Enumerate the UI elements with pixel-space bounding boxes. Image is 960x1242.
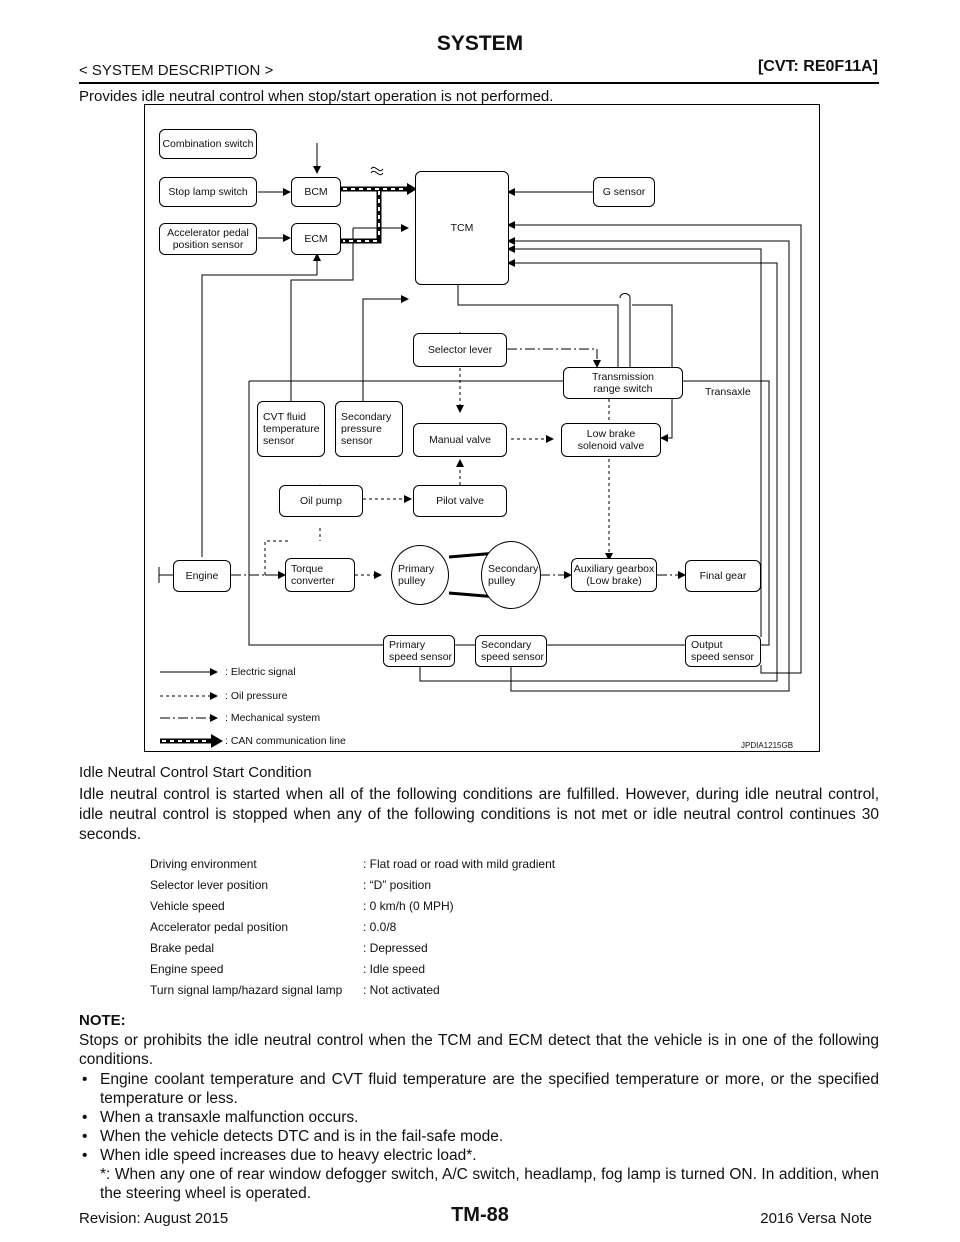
section-label: < SYSTEM DESCRIPTION > [79, 62, 274, 79]
condition-label: Selector lever position [150, 878, 269, 892]
intro-text: Provides idle neutral control when stop/… [79, 88, 554, 105]
bullet-text: When idle speed increases due to heavy e… [100, 1147, 477, 1164]
secondary-pulley: Secondary pulley [481, 541, 541, 609]
auxiliary-gearbox-box: Auxiliary gearbox (Low brake) [571, 558, 657, 592]
primary-pulley: Primary pulley [391, 545, 449, 605]
combination-switch-box: Combination switch [159, 129, 257, 159]
legend-can: : CAN communication line [225, 735, 346, 747]
condition-value: : 0 km/h (0 MPH) [363, 899, 454, 913]
condition-text: Idle neutral control is started when all… [79, 786, 879, 843]
tcm-box: TCM [415, 171, 509, 285]
condition-value: : 0.0/8 [363, 920, 397, 934]
list-item: •When the vehicle detects DTC and is in … [82, 1128, 504, 1145]
cvt-fluid-temp-sensor-box: CVT fluid temperature sensor [257, 401, 325, 457]
transmission-range-switch-box: Transmission range switch [563, 367, 683, 399]
condition-value: : “D” position [363, 878, 432, 892]
oil-pump-box: Oil pump [279, 485, 363, 517]
primary-speed-sensor-box: Primary speed sensor [383, 635, 455, 667]
model-label: [CVT: RE0F11A] [757, 58, 878, 75]
secondary-pressure-sensor-box: Secondary pressure sensor [335, 401, 403, 457]
secondary-speed-sensor-box: Secondary speed sensor [475, 635, 547, 667]
bullet-text: Engine coolant temperature and CVT fluid… [100, 1071, 879, 1107]
page-number: TM-88 [451, 1204, 509, 1226]
condition-label: Accelerator pedal position [150, 920, 289, 934]
manual-valve-box: Manual valve [413, 423, 507, 457]
list-item: •When a transaxle malfunction occurs. [82, 1109, 359, 1126]
list-item: •Engine coolant temperature and CVT flui… [82, 1071, 879, 1107]
bullet-text: When a transaxle malfunction occurs. [100, 1109, 359, 1126]
note-heading: NOTE: [79, 1012, 126, 1029]
condition-heading: Idle Neutral Control Start Condition [79, 764, 312, 781]
footnote-text: *: When any one of rear window defogger … [100, 1166, 879, 1202]
header-divider [79, 82, 879, 84]
accelerator-pedal-sensor-box: Accelerator pedal position sensor [159, 223, 257, 255]
bcm-box: BCM [291, 177, 341, 207]
condition-value: : Flat road or road with mild gradient [363, 857, 556, 871]
engine-box: Engine [173, 560, 231, 592]
diagram-lines [158, 143, 802, 748]
condition-value: : Not activated [363, 983, 440, 997]
note-text: Stops or prohibits the idle neutral cont… [79, 1032, 879, 1068]
footer-vehicle: 2016 Versa Note [760, 1210, 872, 1227]
condition-label: Engine speed [150, 962, 224, 976]
condition-label: Brake pedal [150, 941, 215, 955]
footer-revision: Revision: August 2015 [79, 1210, 229, 1227]
condition-value: : Depressed [363, 941, 428, 955]
selector-lever-box: Selector lever [413, 333, 507, 367]
transaxle-label: Transaxle [705, 386, 751, 398]
condition-value: : Idle speed [363, 962, 426, 976]
ecm-box: ECM [291, 223, 341, 255]
bullet-text: When the vehicle detects DTC and is in t… [100, 1128, 504, 1145]
legend-oil-pressure: : Oil pressure [225, 690, 288, 702]
torque-converter-box: Torque converter [285, 558, 355, 592]
page-title: SYSTEM [436, 32, 524, 55]
legend-mechanical: : Mechanical system [225, 712, 321, 724]
pilot-valve-box: Pilot valve [413, 485, 507, 517]
low-brake-solenoid-box: Low brake solenoid valve [561, 423, 661, 457]
output-speed-sensor-box: Output speed sensor [685, 635, 761, 667]
system-diagram: Combination switch Stop lamp switch BCM … [144, 104, 820, 752]
list-item: •When idle speed increases due to heavy … [82, 1147, 477, 1164]
note-bullet-list: •Engine coolant temperature and CVT flui… [79, 1070, 879, 1203]
final-gear-box: Final gear [685, 560, 761, 592]
stop-lamp-switch-box: Stop lamp switch [159, 177, 257, 207]
legend-electric: : Electric signal [225, 666, 296, 678]
g-sensor-box: G sensor [593, 177, 655, 207]
condition-label: Vehicle speed [150, 899, 225, 913]
condition-label: Driving environment [150, 857, 257, 871]
condition-label: Turn signal lamp/hazard signal lamp [150, 983, 343, 997]
figure-code: JPDIA1215GB [741, 741, 794, 750]
